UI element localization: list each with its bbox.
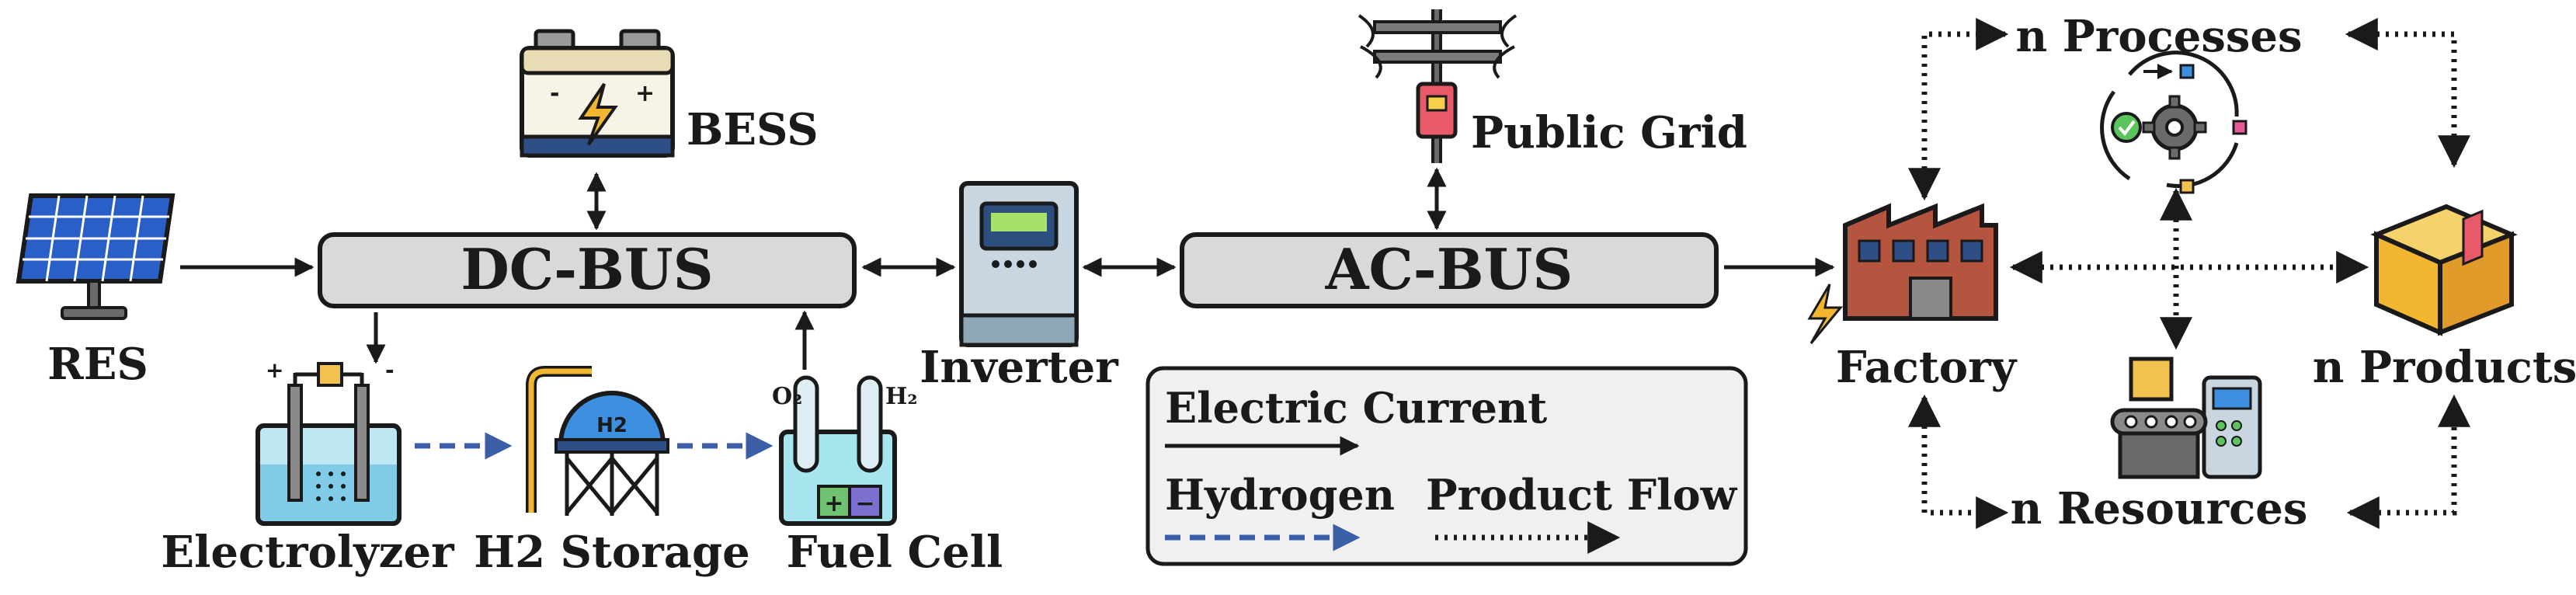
dc-bus-label: DC-BUS: [461, 236, 713, 302]
fuel-cell-label: Fuel Cell: [787, 527, 1003, 578]
factory-processes-arrow: [1908, 18, 2009, 201]
solar-panel-icon: [16, 193, 176, 320]
processes-products-arrow: [2345, 18, 2470, 169]
h2-gas-label: H₂: [885, 383, 917, 410]
h2-storage-label: H2 Storage: [474, 527, 750, 578]
h2-tank-icon: H2: [526, 366, 669, 516]
public-grid-label: Public Grid: [1471, 107, 1747, 158]
svg-text:-: -: [550, 80, 559, 107]
o2-label: O₂: [772, 383, 802, 410]
resources-products-arrow: [2346, 394, 2470, 529]
factory-icon: [1807, 203, 1998, 344]
fuel-cell-plus: +: [824, 490, 843, 517]
legend: Electric Current Hydrogen Product Flow: [1145, 366, 1748, 566]
svg-text:+: +: [266, 357, 283, 383]
product-box-icon: [2370, 204, 2518, 336]
legend-hydrogen: Hydrogen: [1165, 470, 1395, 520]
factory-label: Factory: [1836, 342, 2018, 393]
resources-label: n Resources: [2011, 483, 2308, 534]
ac-bus-label: AC-BUS: [1325, 236, 1573, 302]
fuel-cell-minus: −: [855, 490, 874, 517]
electric-flow-arrows: [180, 167, 1835, 370]
legend-product-flow: Product Flow: [1426, 470, 1738, 520]
legend-electric-current: Electric Current: [1165, 383, 1547, 433]
ac-bus: AC-BUS: [1180, 232, 1719, 308]
h2-tank-text: H2: [596, 414, 627, 437]
fuel-cell-icon: + − O₂ H₂: [772, 375, 917, 526]
product-flow-arrows: [1908, 18, 2470, 529]
svg-text:+: +: [635, 80, 655, 107]
electrolyzer-icon: + -: [256, 357, 402, 526]
dc-bus: DC-BUS: [318, 232, 857, 308]
gear-process-icon: [2100, 50, 2247, 194]
factory-resources-arrow: [1908, 394, 2009, 529]
electrolyzer-label: Electrolyzer: [161, 527, 455, 578]
svg-text:-: -: [385, 357, 395, 383]
power-pole-icon: [1358, 9, 1517, 163]
inverter-icon: [959, 181, 1079, 347]
machine-resource-icon: [2110, 357, 2262, 479]
products-label: n Products: [2313, 342, 2576, 393]
bess-label: BESS: [687, 104, 819, 155]
res-label: RES: [47, 339, 148, 390]
battery-icon: - +: [520, 29, 675, 158]
inverter-label: Inverter: [920, 342, 1119, 393]
